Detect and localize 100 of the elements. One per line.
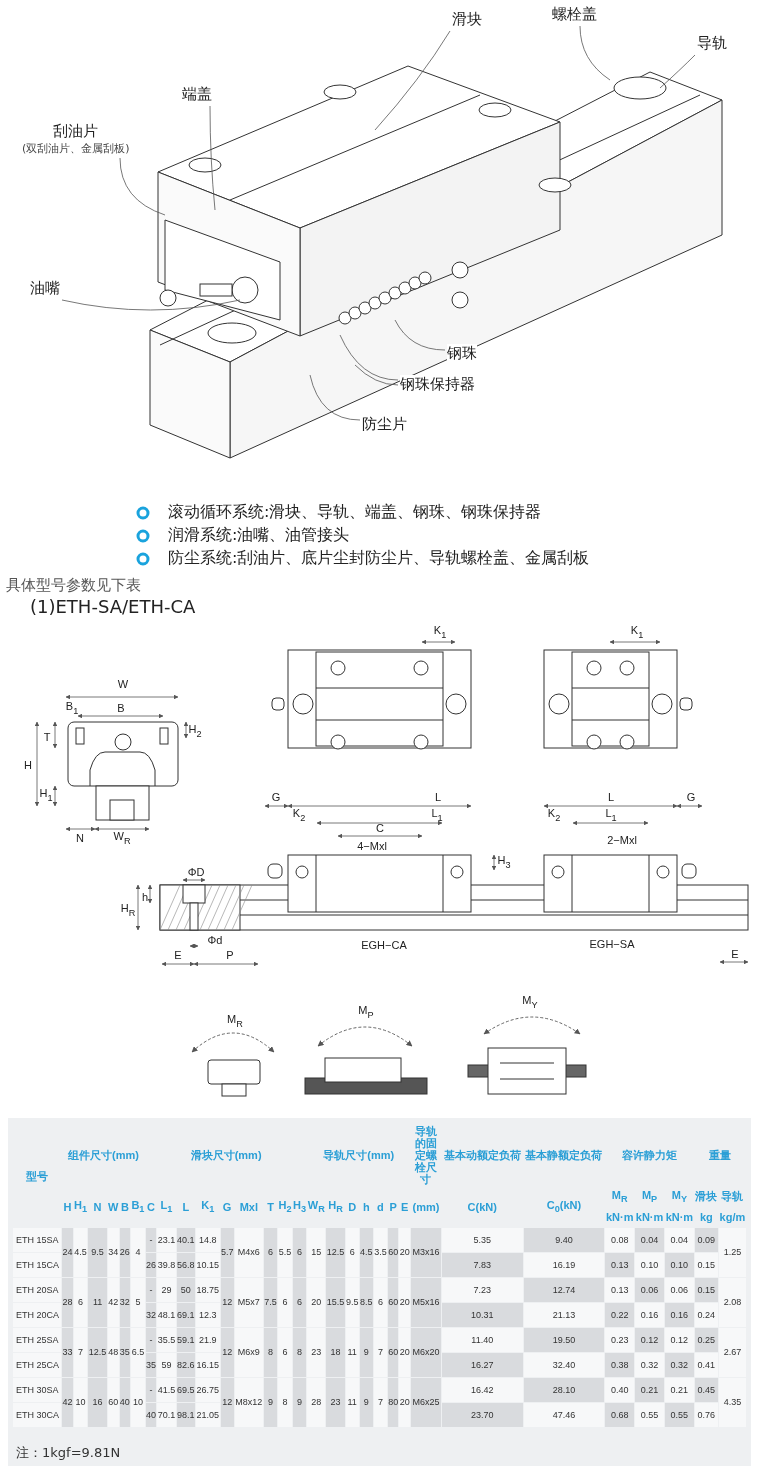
dimension-label: H$_{2}$ [188, 723, 202, 739]
table-value: 12 [220, 1278, 234, 1328]
table-value: 0.04 [635, 1228, 664, 1253]
table-value: 11 [345, 1328, 359, 1378]
column-header: 导轨的固定螺栓尺寸 [413, 1125, 438, 1186]
table-value: 56.8 [176, 1253, 195, 1278]
leader-line [374, 30, 451, 131]
row-header: ETH 15SA [13, 1228, 62, 1253]
table-value: M4x6 [234, 1228, 263, 1278]
row-header: ETH 20SA [13, 1278, 62, 1303]
table-value: 69.1 [176, 1303, 195, 1328]
table-value: 7.83 [441, 1253, 523, 1278]
dimension-label: H$_{3}$ [497, 854, 511, 870]
dimension-label: L$_{1}$ [605, 807, 617, 823]
leader-line [209, 105, 216, 211]
table-value: 0.32 [635, 1353, 664, 1378]
table-value: 5.35 [441, 1228, 523, 1253]
dimension-label: H$_{1}$ [39, 787, 53, 803]
table-value: - [145, 1328, 157, 1353]
table-value: 60 [387, 1278, 399, 1328]
dimension-label: E [731, 948, 739, 960]
dimension-label: K$_{2}$ [547, 807, 561, 823]
dimension-label: G [686, 791, 696, 803]
callout-label: 钢珠 [447, 344, 477, 363]
table-value: 50 [176, 1278, 195, 1303]
table-value: 1.25 [718, 1228, 746, 1278]
table-value: 0.10 [664, 1253, 694, 1278]
row-header: ETH 25CA [13, 1353, 62, 1378]
column-header: W$_{R}$ [307, 1198, 326, 1217]
table-value: 0.10 [635, 1253, 664, 1278]
column-header: 基本静额定负荷 [524, 1148, 604, 1164]
table-value: 8.5 [359, 1278, 373, 1328]
leader-line [394, 319, 446, 351]
table-value: 0.09 [694, 1228, 718, 1253]
leader-line [339, 334, 399, 381]
table-value: 98.1 [176, 1403, 195, 1428]
table-value: 20 [399, 1378, 410, 1428]
table-value: 20 [399, 1278, 410, 1328]
table-value: 0.68 [605, 1403, 635, 1428]
row-header: ETH 15CA [13, 1253, 62, 1278]
table-value: 0.76 [694, 1403, 718, 1428]
table-value: M6x25 [410, 1378, 441, 1428]
table-value: - [145, 1378, 157, 1403]
callout-label: 滑块 [452, 10, 482, 29]
column-header: 型号 [25, 1169, 50, 1185]
table-value: 11 [88, 1278, 107, 1328]
column-header: C(kN) [466, 1199, 498, 1215]
dimension-label: L$_{1}$ [431, 807, 443, 823]
column-header: H$_{R}$ [327, 1198, 344, 1217]
table-value: 39.8 [157, 1253, 176, 1278]
dimension-label: W$_{R}$ [113, 830, 131, 846]
table-value: 2.08 [718, 1278, 746, 1328]
column-header: 组件尺寸(mm) [67, 1148, 140, 1164]
column-header: P [388, 1199, 398, 1215]
table-value: 3.5 [373, 1228, 387, 1278]
table-value: 16 [88, 1378, 107, 1428]
table-value: 4.5 [359, 1228, 373, 1278]
column-header: B [119, 1199, 130, 1215]
table-value: 12.74 [523, 1278, 605, 1303]
table-value: 70.1 [157, 1403, 176, 1428]
table-value: 6 [345, 1228, 359, 1278]
table-value: 41.5 [157, 1378, 176, 1403]
column-header: G [221, 1199, 233, 1215]
table-value: M5x16 [410, 1278, 441, 1328]
table-value: 35.5 [157, 1328, 176, 1353]
table-value: 23.70 [441, 1403, 523, 1428]
table-value: 12.3 [195, 1303, 220, 1328]
leader-line [579, 25, 611, 81]
table-value: 40 [145, 1403, 157, 1428]
bullet-text: 润滑系统:油嘴、油管接头 [168, 525, 350, 546]
moment-label: M$_{Y}$ [522, 994, 538, 1010]
callout-label: 油嘴 [30, 279, 60, 298]
column-header: 容许静力矩 [621, 1148, 679, 1164]
bullet-text: 防尘系统:刮油片、底片尘封防尘片、导轨螺栓盖、金属刮板 [168, 548, 590, 569]
column-header: M$_{Y}$ [670, 1187, 688, 1206]
column-header: h [361, 1199, 371, 1215]
view-caption: EGH−SA [589, 938, 635, 950]
column-header: 导轨 [720, 1189, 745, 1205]
table-value: 0.55 [635, 1403, 664, 1428]
table-value: 18 [326, 1328, 345, 1378]
column-header: kN·m [605, 1210, 635, 1226]
table-value: 6 [292, 1278, 307, 1328]
dimension-label: H [24, 759, 32, 771]
table-value: 6 [73, 1278, 88, 1328]
table-value: 26 [119, 1228, 131, 1278]
table-value: 21.13 [523, 1303, 605, 1328]
table-value: 4.35 [718, 1378, 746, 1428]
table-value: 82.6 [176, 1353, 195, 1378]
table-value: 47.46 [523, 1403, 605, 1428]
table-value: 32 [145, 1303, 157, 1328]
column-header: 滑块尺寸(mm) [189, 1148, 263, 1164]
callout-label: 螺栓盖 [552, 5, 597, 24]
dimension-label: B [117, 702, 125, 714]
table-value: 12.5 [326, 1228, 345, 1278]
table-value: 32 [119, 1278, 131, 1328]
table-value: 6 [278, 1278, 292, 1328]
table-value: 11.40 [441, 1328, 523, 1353]
table-value: 5.5 [278, 1228, 292, 1278]
table-value: 14.8 [195, 1228, 220, 1253]
dimension-label: K$_{1}$ [433, 624, 447, 640]
